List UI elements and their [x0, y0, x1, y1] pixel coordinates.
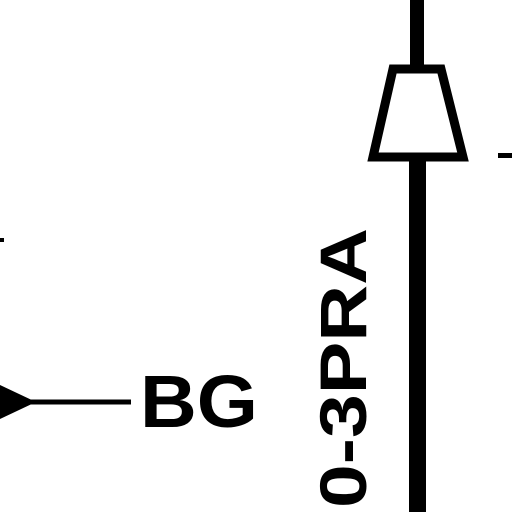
pipe-label: 0-3PRA: [306, 228, 380, 508]
reducer-symbol: [367, 64, 469, 162]
arrow-label: BG: [140, 360, 258, 443]
tick-mark-right: [498, 153, 512, 158]
pipe-lower-segment: [409, 160, 426, 512]
tick-mark-left: [0, 238, 4, 242]
pipe-upper-segment: [410, 0, 424, 70]
arrow-head-icon: [0, 385, 36, 419]
